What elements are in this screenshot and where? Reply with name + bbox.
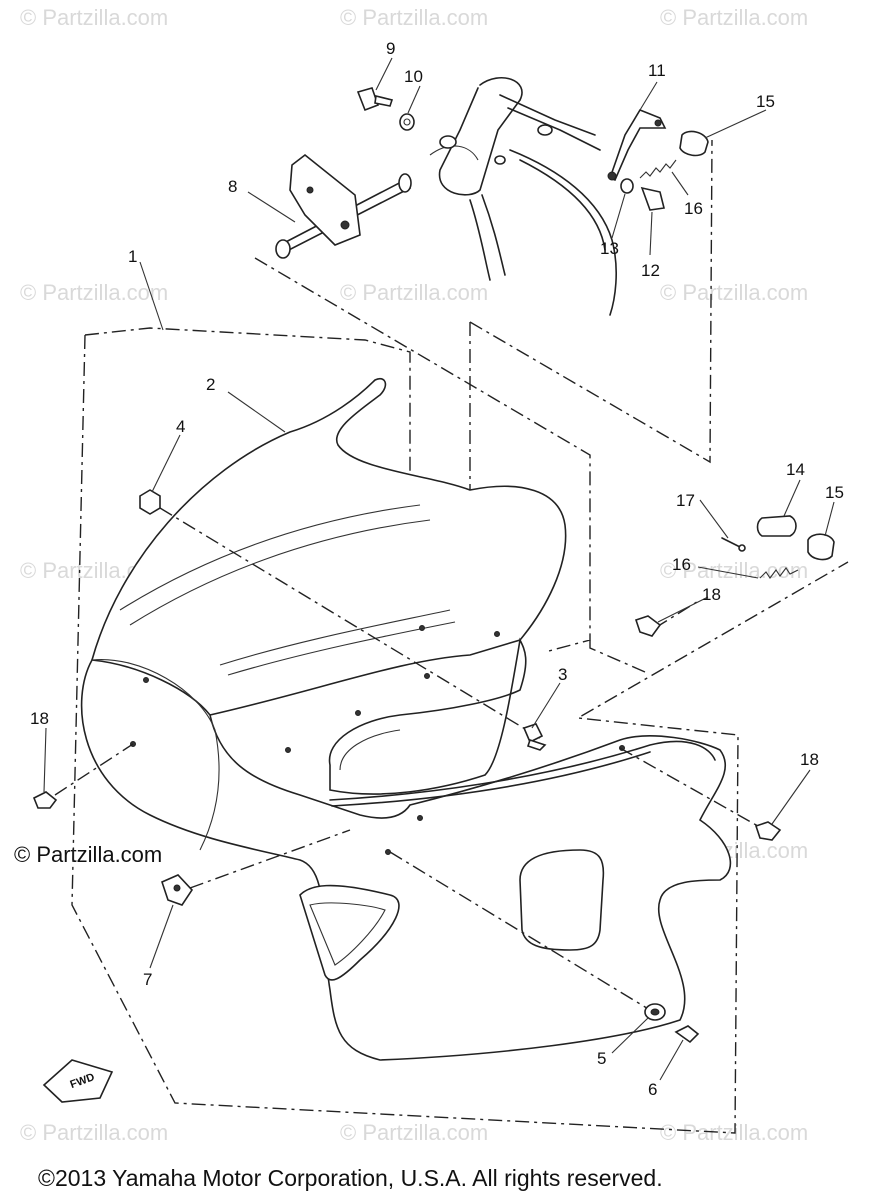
leader-dash-line [469,139,713,464]
bracket-part-8 [275,153,412,259]
upper-bracket-assembly [254,76,713,653]
nut-part-4 [139,489,161,515]
watermark-text: © Partzilla.com [20,1120,168,1145]
callout-number: 7 [143,970,152,989]
watermark-text: © Partzilla.com [340,1120,488,1145]
watermark-text: © Partzilla.com [20,5,168,30]
callout-number: 18 [702,585,721,604]
stay-part-11 [607,109,667,182]
forward-direction-arrow: FWD [42,1059,114,1103]
watermark-text: © Partzilla.com [660,280,808,305]
callout-number: 13 [600,239,619,258]
callout-number: 3 [558,665,567,684]
callout-number: 15 [825,483,844,502]
nut-part-5 [644,1003,666,1021]
copyright-notice: ©2013 Yamaha Motor Corporation, U.S.A. A… [38,1165,663,1191]
watermark-text: © Partzilla.com [340,5,488,30]
callout-number: 12 [641,261,660,280]
callout-leaders [43,57,835,1081]
bolt-part-18-right [754,821,782,841]
grommet-part-15-lower [807,533,835,561]
callout-number: 11 [648,61,666,80]
grommet-part-15-upper [679,130,709,157]
callout-number: 6 [648,1080,657,1099]
bolt-part-3 [522,723,547,751]
callout-number: 5 [597,1049,606,1068]
spring-part-16-lower [759,567,799,579]
bolt-part-9 [356,87,394,112]
callout-number: 17 [676,491,695,510]
washer-part-10 [399,113,415,131]
callout-number: 18 [800,750,819,769]
nut-part-13 [620,178,634,194]
callout-number: 14 [786,460,805,479]
pin-part-17 [721,537,746,552]
callout-number: 1 [128,247,137,266]
bolt-part-12 [640,186,665,211]
bolt-part-18-mid [634,615,662,637]
bolt-part-18-left [32,791,58,809]
callout-number: 4 [176,417,185,436]
watermark-text: © Partzilla.com [660,5,808,30]
callout-number: 2 [206,375,215,394]
callout-numbers: 1 2 3 4 5 6 7 8 9 10 11 12 13 14 15 15 1… [30,39,844,1099]
callout-number: 16 [672,555,691,574]
spring-part-16 [639,159,677,179]
clip-part-7 [161,874,194,906]
screw-part-6 [674,1025,700,1044]
watermark-text: © Partzilla.com [20,280,168,305]
callout-number: 15 [756,92,775,111]
leader-dash-line [254,257,591,653]
callout-number: 8 [228,177,237,196]
callout-number: 10 [404,67,423,86]
callout-number: 16 [684,199,703,218]
collar-part-14 [756,515,797,537]
watermark-text: © Partzilla.com [340,280,488,305]
callout-number: 18 [30,709,49,728]
cowling-part-1 [54,327,849,1134]
watermark-text-dark: © Partzilla.com [14,842,162,867]
callout-number: 9 [386,39,395,58]
windscreen-part-2 [91,377,567,721]
